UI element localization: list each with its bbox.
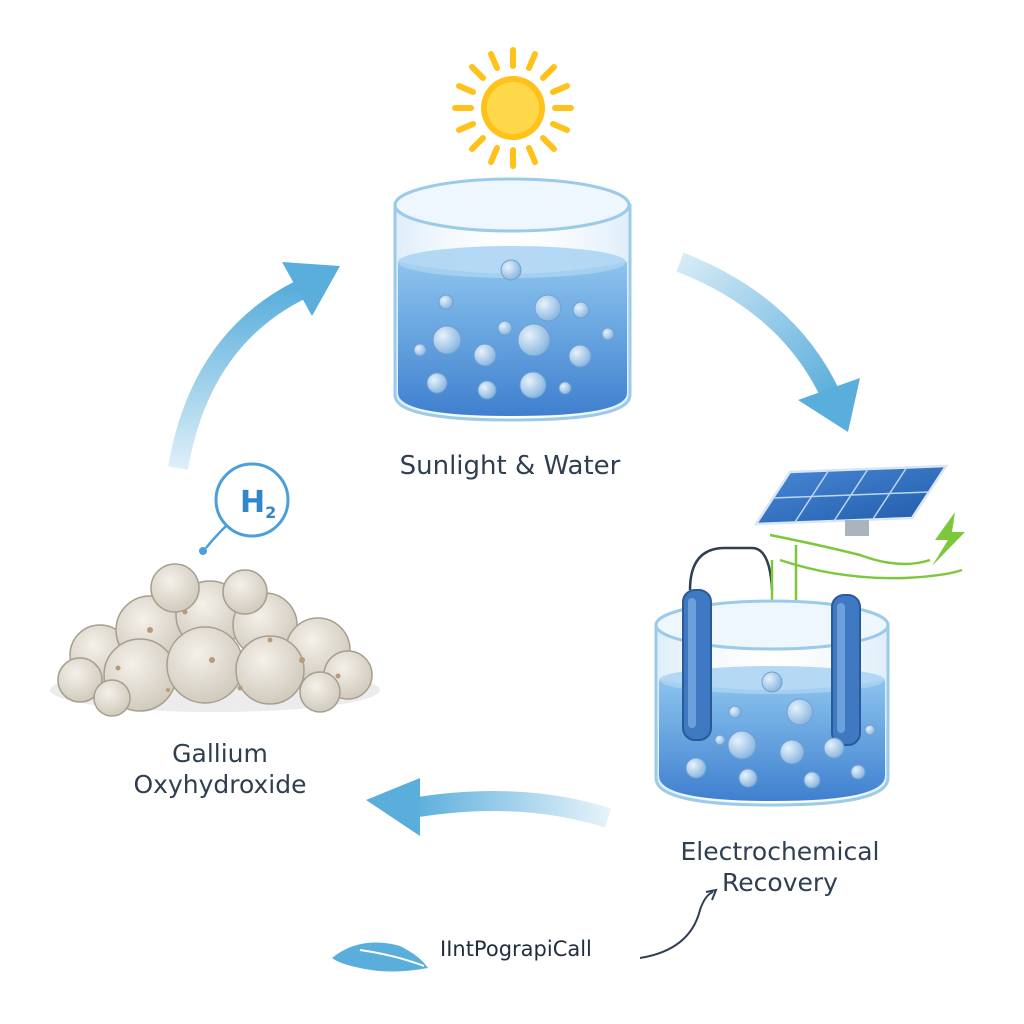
curl-arrowhead <box>705 888 718 901</box>
footer-brand-text: IIntPograpiCall <box>440 937 592 961</box>
label-gallium-oxyhydroxide: Gallium Oxyhydroxide <box>70 738 370 801</box>
leaf-logo-icon <box>332 942 428 972</box>
label-gallium-line1: Gallium <box>172 739 268 768</box>
wires <box>688 533 963 622</box>
h2-symbol: H <box>240 485 265 520</box>
lightning-icon <box>932 512 965 566</box>
arrow-to-gallium <box>366 778 612 836</box>
svg-text:H2: H2 <box>240 485 276 522</box>
curl-arrow <box>639 891 714 959</box>
label-electro-line2: Recovery <box>722 868 838 898</box>
arrow-to-electrochemical <box>676 252 860 432</box>
h2-subscript: 2 <box>265 503 276 522</box>
solar-panel-icon <box>753 464 949 536</box>
hydrogen-bubble-icon: H2 <box>199 462 290 555</box>
gallium-pile-icon <box>50 563 380 717</box>
electrolysis-tank-icon <box>654 589 890 807</box>
arrow-to-sunlight-water <box>168 262 340 470</box>
label-gallium-line2: Oxyhydroxide <box>133 770 307 800</box>
label-electro-line1: Electrochemical <box>680 837 880 866</box>
label-sunlight-water: Sunlight & Water <box>399 451 621 481</box>
water-beaker-icon <box>393 177 632 422</box>
label-electrochemical-recovery: Electrochemical Recovery <box>630 836 930 899</box>
sun-icon <box>452 47 574 169</box>
